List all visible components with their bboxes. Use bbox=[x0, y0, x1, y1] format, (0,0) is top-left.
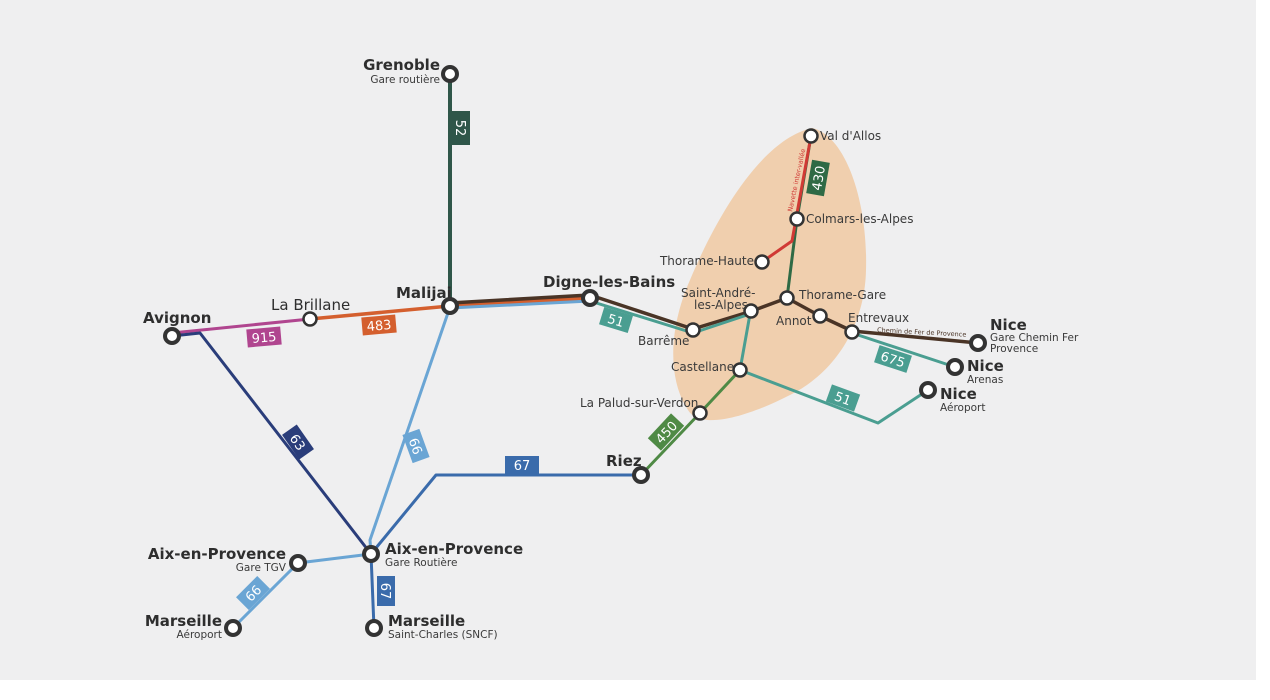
badge-67-marseille: 67 bbox=[377, 576, 395, 606]
label-aix-routiere-sub: Gare Routière bbox=[385, 557, 457, 569]
label-riez: Riez bbox=[606, 452, 642, 470]
stop-nice-aeroport[interactable] bbox=[919, 381, 937, 399]
label-saint-andre-1: Saint-André- bbox=[681, 286, 756, 300]
label-grenoble-sub: Gare routière bbox=[370, 74, 440, 86]
label-colmars: Colmars-les-Alpes bbox=[806, 212, 913, 226]
label-castellane: Castellane bbox=[671, 360, 734, 374]
badge-483: 483 bbox=[361, 314, 397, 336]
svg-text:66: 66 bbox=[405, 436, 425, 457]
map-background bbox=[0, 0, 1256, 680]
label-marseille-aeroport-sub: Aéroport bbox=[177, 629, 223, 641]
stop-entrevaux[interactable] bbox=[844, 324, 860, 340]
svg-text:430: 430 bbox=[810, 165, 829, 192]
svg-text:915: 915 bbox=[251, 330, 277, 347]
label-barreme: Barrême bbox=[638, 334, 689, 348]
stop-malijai[interactable] bbox=[441, 297, 459, 315]
label-avignon: Avignon bbox=[143, 309, 211, 327]
route-63 bbox=[170, 331, 373, 556]
label-entrevaux: Entrevaux bbox=[848, 311, 909, 325]
stop-nice-arenas[interactable] bbox=[946, 358, 964, 376]
stop-thorame-haute[interactable] bbox=[754, 254, 770, 270]
label-nice-arenas-sub: Arenas bbox=[967, 374, 1003, 386]
svg-text:51: 51 bbox=[605, 312, 625, 331]
badge-915: 915 bbox=[246, 326, 282, 348]
stop-colmars[interactable] bbox=[789, 211, 805, 227]
badge-430: 430 bbox=[806, 159, 830, 197]
stop-saint-andre[interactable] bbox=[743, 303, 759, 319]
stop-grenoble[interactable] bbox=[441, 65, 459, 83]
stop-barreme[interactable] bbox=[685, 322, 701, 338]
badge-52: 52 bbox=[452, 111, 470, 145]
route-66 bbox=[448, 299, 592, 310]
stop-nice-gare[interactable] bbox=[969, 334, 987, 352]
label-annot: Annot bbox=[776, 314, 812, 328]
label-thorame-gare: Thorame-Gare bbox=[798, 288, 886, 302]
svg-text:67: 67 bbox=[514, 459, 531, 474]
label-nice-arenas: Nice bbox=[967, 357, 1004, 375]
label-saint-andre-2: les-Alpes bbox=[694, 298, 748, 312]
stop-aix-tgv[interactable] bbox=[289, 554, 307, 572]
stop-riez[interactable] bbox=[632, 466, 650, 484]
label-val-d-allos: Val d'Allos bbox=[820, 129, 881, 143]
label-nice-aeroport: Nice bbox=[940, 385, 977, 403]
label-grenoble: Grenoble bbox=[363, 56, 440, 74]
stop-castellane[interactable] bbox=[732, 362, 748, 378]
stop-marseille-st-charles[interactable] bbox=[365, 619, 383, 637]
svg-text:483: 483 bbox=[366, 318, 392, 335]
stop-marseille-aeroport[interactable] bbox=[224, 619, 242, 637]
label-la-palud: La Palud-sur-Verdon bbox=[580, 396, 698, 410]
stop-annot[interactable] bbox=[812, 308, 828, 324]
label-aix-routiere: Aix-en-Provence bbox=[385, 540, 523, 558]
label-marseille-aeroport: Marseille bbox=[145, 612, 222, 630]
stop-aix-routiere[interactable] bbox=[362, 545, 380, 563]
label-nice-gare-sub1: Gare Chemin Fer bbox=[990, 332, 1079, 344]
stop-thorame-gare[interactable] bbox=[779, 290, 795, 306]
stop-la-brillane[interactable] bbox=[302, 311, 318, 327]
label-aix-tgv: Aix-en-Provence bbox=[148, 545, 286, 563]
badge-51-barreme: 51 bbox=[599, 307, 633, 333]
stop-val-d-allos[interactable] bbox=[803, 128, 819, 144]
label-thorame-haute: Thorame-Haute bbox=[659, 254, 754, 268]
stop-la-palud[interactable] bbox=[692, 405, 708, 421]
svg-text:675: 675 bbox=[878, 349, 906, 371]
label-malijai: Malijai bbox=[396, 284, 452, 302]
badge-675: 675 bbox=[874, 345, 912, 373]
badge-66-malijai: 66 bbox=[402, 428, 430, 464]
route-915 bbox=[170, 317, 312, 335]
label-nice-aeroport-sub: Aéroport bbox=[940, 402, 986, 414]
label-nice-gare: Nice bbox=[990, 316, 1027, 334]
label-digne: Digne-les-Bains bbox=[543, 273, 675, 291]
route-navette bbox=[760, 134, 813, 264]
svg-text:67: 67 bbox=[377, 583, 392, 600]
stop-digne[interactable] bbox=[581, 289, 599, 307]
badge-67-riez: 67 bbox=[505, 456, 539, 474]
svg-text:52: 52 bbox=[452, 120, 467, 137]
haut-verdon-zone bbox=[673, 128, 867, 421]
route-51 bbox=[588, 299, 930, 425]
badge-51-nice: 51 bbox=[825, 384, 861, 412]
stop-avignon[interactable] bbox=[163, 327, 181, 345]
route-675 bbox=[850, 331, 957, 369]
label-marseille-st-charles: Marseille bbox=[388, 612, 465, 630]
label-la-brillane: La Brillane bbox=[271, 296, 350, 314]
label-aix-tgv-sub: Gare TGV bbox=[236, 562, 287, 574]
svg-text:51: 51 bbox=[832, 390, 853, 410]
label-nice-gare-sub2: Provence bbox=[990, 343, 1038, 355]
label-marseille-st-charles-sub: Saint-Charles (SNCF) bbox=[388, 629, 498, 641]
route-67 bbox=[369, 473, 643, 630]
